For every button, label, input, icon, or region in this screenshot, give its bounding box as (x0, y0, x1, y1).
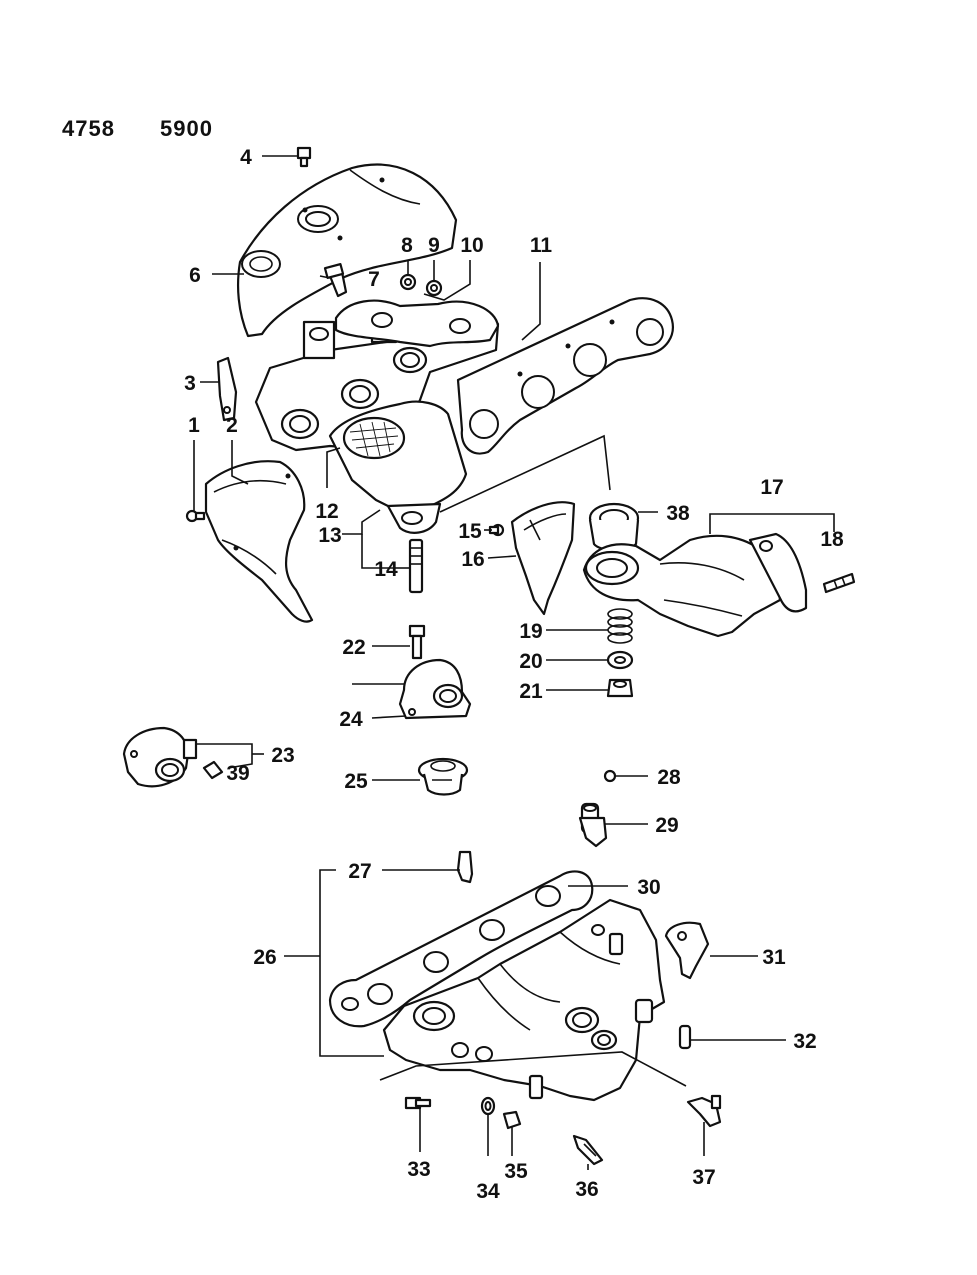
callout-13: 13 (318, 524, 341, 547)
water-fitting-29 (578, 802, 608, 848)
nut-28 (603, 769, 617, 783)
bracket-3 (216, 356, 238, 422)
callout-38: 38 (666, 502, 690, 525)
bolt-1 (185, 509, 206, 523)
bolt-4 (296, 146, 312, 168)
stud-14 (408, 538, 424, 594)
callout-29: 29 (655, 814, 678, 837)
nut-8 (399, 273, 417, 291)
callout-14: 14 (374, 558, 398, 581)
callout-12: 12 (315, 500, 338, 523)
fitting-37 (686, 1094, 722, 1128)
callout-2: 2 (226, 414, 238, 437)
callout-11: 11 (530, 234, 553, 257)
callout-26: 26 (253, 946, 276, 969)
callout-4: 4 (240, 146, 252, 169)
water-outlet-fitting (398, 658, 472, 720)
callout-28: 28 (657, 766, 681, 789)
front-catalytic-converter (328, 400, 468, 534)
spring-19 (607, 608, 633, 644)
callout-35: 35 (504, 1160, 528, 1183)
thermostat-housing (122, 726, 198, 788)
callout-39: 39 (226, 762, 249, 785)
callout-36: 36 (575, 1178, 598, 1201)
callout-17: 17 (760, 476, 783, 499)
washer-34 (480, 1096, 496, 1116)
bolt-22 (408, 624, 426, 660)
plug-39 (202, 760, 224, 780)
nut-35 (502, 1110, 522, 1130)
callout-15: 15 (458, 520, 482, 543)
gasket-10 (334, 299, 500, 348)
callout-23: 23 (271, 744, 294, 767)
callout-30: 30 (637, 876, 660, 899)
callout-31: 31 (762, 946, 786, 969)
callout-3: 3 (184, 372, 196, 395)
heat-shield-left (204, 460, 314, 623)
callout-33: 33 (407, 1158, 430, 1181)
nut-9 (425, 279, 443, 297)
rear-catalytic-converter (582, 532, 808, 638)
stud-18 (822, 572, 856, 594)
part-code-left: 4758 (62, 116, 115, 141)
callout-20: 20 (519, 650, 542, 673)
heat-shield-center (510, 501, 576, 616)
callout-numbers: 1 2 3 4 6 7 8 9 10 11 12 13 14 15 16 17 … (184, 146, 844, 1203)
hose-27 (456, 850, 474, 884)
callout-8: 8 (401, 234, 413, 257)
intake-gasket (328, 870, 594, 1028)
part-code-right: 5900 (160, 116, 213, 141)
callout-25: 25 (344, 770, 368, 793)
callout-7: 7 (368, 268, 380, 291)
thermostat (417, 757, 469, 796)
exhaust-manifold (254, 314, 500, 452)
exhaust-gasket (456, 297, 674, 455)
callout-34: 34 (476, 1180, 500, 1203)
callout-27: 27 (348, 860, 371, 883)
bolt-33 (404, 1096, 432, 1110)
callout-10: 10 (460, 234, 483, 257)
callout-24: 24 (339, 708, 363, 731)
callout-37: 37 (692, 1166, 715, 1189)
washer-20 (606, 650, 634, 670)
callout-1: 1 (188, 414, 200, 437)
nut-21 (606, 678, 634, 698)
callout-18: 18 (820, 528, 844, 551)
callout-6: 6 (189, 264, 201, 287)
intake-manifold (382, 898, 666, 1102)
heat-protector-cover (236, 163, 458, 338)
leader-lines (193, 155, 835, 1170)
callout-19: 19 (519, 620, 542, 643)
callout-9: 9 (428, 234, 440, 257)
plug-32 (678, 1024, 692, 1050)
callout-32: 32 (793, 1030, 816, 1053)
callout-21: 21 (519, 680, 543, 703)
callout-22: 22 (342, 636, 365, 659)
gasket-ring-38 (588, 502, 640, 552)
bracket-31 (664, 921, 710, 980)
sensor-36 (572, 1134, 604, 1166)
bolt-7 (323, 262, 348, 298)
callout-16: 16 (461, 548, 484, 571)
